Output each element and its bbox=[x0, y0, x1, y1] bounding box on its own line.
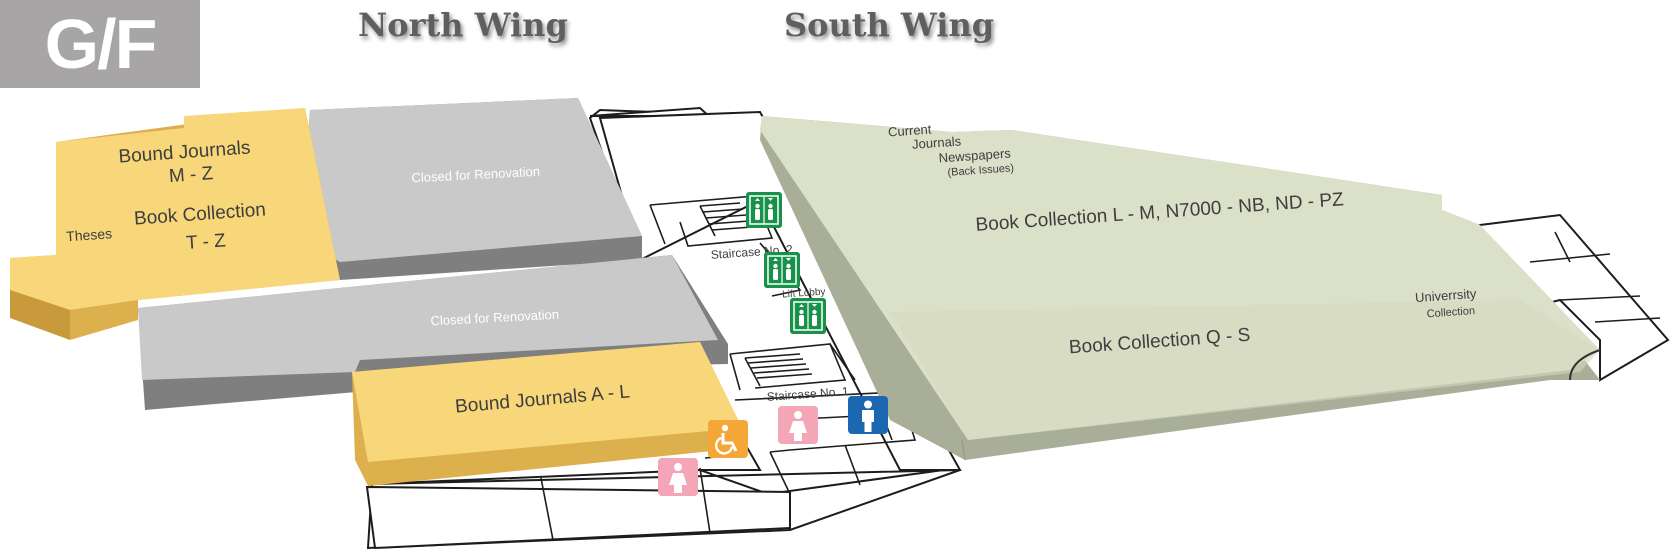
bound-journals-mz-block bbox=[10, 108, 340, 340]
wheelchair-icon bbox=[706, 418, 750, 460]
staircase-2-steps bbox=[699, 202, 753, 237]
newspapers-line1: Newspapers bbox=[938, 145, 1012, 165]
floor-badge: G/F bbox=[0, 0, 200, 88]
bound-journals-mz-line2: M - Z bbox=[168, 163, 214, 187]
current-journals-label: Current Journals bbox=[888, 121, 963, 151]
theses-label: Theses bbox=[66, 225, 113, 244]
male-toilet-icon bbox=[848, 396, 888, 434]
closed-upper-label: Closed for Renovation bbox=[411, 164, 540, 186]
bound-journals-al-block bbox=[352, 342, 742, 486]
closed-lower-label: Closed for Renovation bbox=[430, 307, 559, 329]
female-toilet-icon bbox=[658, 458, 698, 496]
staircase-1-steps bbox=[744, 353, 813, 387]
staircase-1-label: Staircase No. 1 bbox=[766, 384, 849, 404]
book-collection-tz-line2: T - Z bbox=[185, 230, 227, 254]
female-toilet-icon bbox=[778, 406, 818, 444]
lift-icon bbox=[763, 251, 801, 289]
current-journals-line1: Current bbox=[888, 121, 933, 139]
newspapers-line2: (Back Issues) bbox=[947, 162, 1014, 179]
south-wing-title: South Wing bbox=[784, 6, 995, 44]
south-wing-collection-block bbox=[760, 116, 1601, 461]
north-wing-title: North Wing bbox=[358, 6, 568, 44]
closed-renovation-lower-block bbox=[138, 255, 728, 410]
university-collection-line2: Collection bbox=[1426, 305, 1475, 320]
lift-icon bbox=[745, 191, 783, 229]
university-collection-line1: Univerrsity bbox=[1415, 286, 1478, 305]
lift-icon bbox=[789, 297, 827, 335]
current-journals-line2: Journals bbox=[912, 133, 963, 151]
lift-lobby-label: Lift Lobby bbox=[782, 287, 826, 301]
university-collection-label: Univerrsity Collection bbox=[1415, 286, 1478, 321]
closed-renovation-upper-block bbox=[300, 98, 642, 280]
newspapers-label: Newspapers (Back Issues) bbox=[938, 145, 1014, 179]
